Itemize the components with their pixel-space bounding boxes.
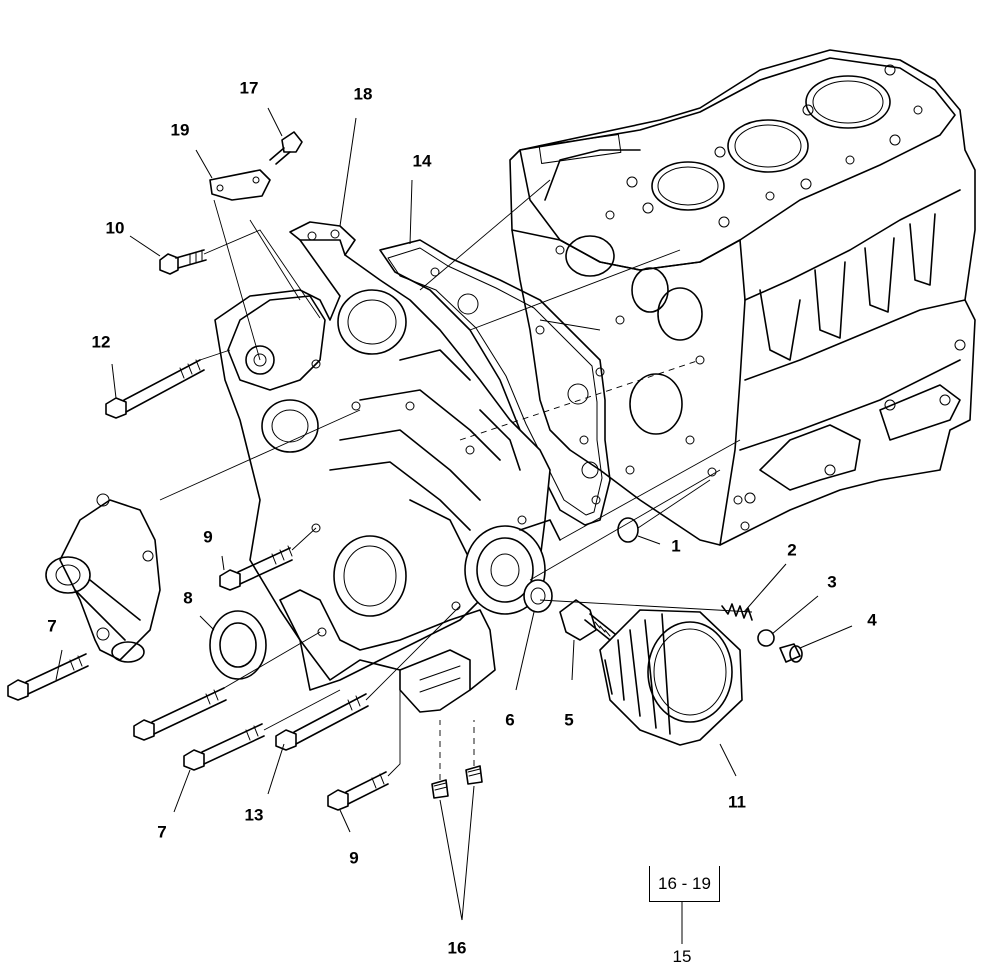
callout-13: 13 [244, 805, 264, 825]
callout-10: 10 [105, 218, 125, 238]
callout-7-bottom: 7 [157, 822, 167, 842]
callout-5: 5 [564, 710, 574, 730]
washer [523, 579, 553, 613]
bolt-cover-1 [133, 687, 227, 741]
group-range-box: 16 - 19 [649, 866, 720, 902]
callout-8: 8 [183, 588, 193, 608]
bolt-17 [269, 131, 303, 165]
gear-case-cover [214, 221, 561, 713]
callout-4: 4 [867, 610, 877, 630]
callout-6: 6 [505, 710, 515, 730]
o-ring [617, 517, 639, 543]
crankshaft-oil-seal [209, 610, 267, 680]
stud-pair [431, 765, 483, 799]
bolt-13 [275, 693, 369, 751]
assembly-lines [159, 179, 753, 780]
callout-9-upper: 9 [203, 527, 213, 547]
gear-case-gasket [379, 239, 611, 526]
callout-18: 18 [353, 84, 373, 104]
bolt-7-left [7, 653, 89, 701]
callout-19: 19 [170, 120, 190, 140]
callout-2: 2 [787, 540, 797, 560]
callout-9-bottom: 9 [349, 848, 359, 868]
water-pump [45, 493, 161, 663]
callout-17: 17 [239, 78, 259, 98]
callout-14: 14 [412, 151, 432, 171]
oil-filter [599, 609, 743, 746]
callout-7-left: 7 [47, 616, 57, 636]
callout-11: 11 [728, 792, 746, 812]
bolt-7-bottom [183, 723, 265, 771]
leader-lines [55, 107, 853, 944]
callout-16: 16 [447, 938, 467, 958]
group-reference-number: 15 [672, 947, 692, 966]
bolt-10 [159, 249, 207, 275]
bolt-12 [105, 359, 205, 419]
relief-ball [757, 629, 775, 647]
bolt-9-bottom [327, 771, 389, 811]
callout-12: 12 [91, 332, 111, 352]
relief-plug [779, 643, 803, 663]
lifting-bracket [209, 169, 271, 201]
callout-1: 1 [671, 536, 681, 556]
filter-nipple [559, 599, 616, 641]
cylinder-block [509, 49, 976, 546]
bolt-9-upper [219, 545, 293, 591]
callout-3: 3 [827, 572, 837, 592]
